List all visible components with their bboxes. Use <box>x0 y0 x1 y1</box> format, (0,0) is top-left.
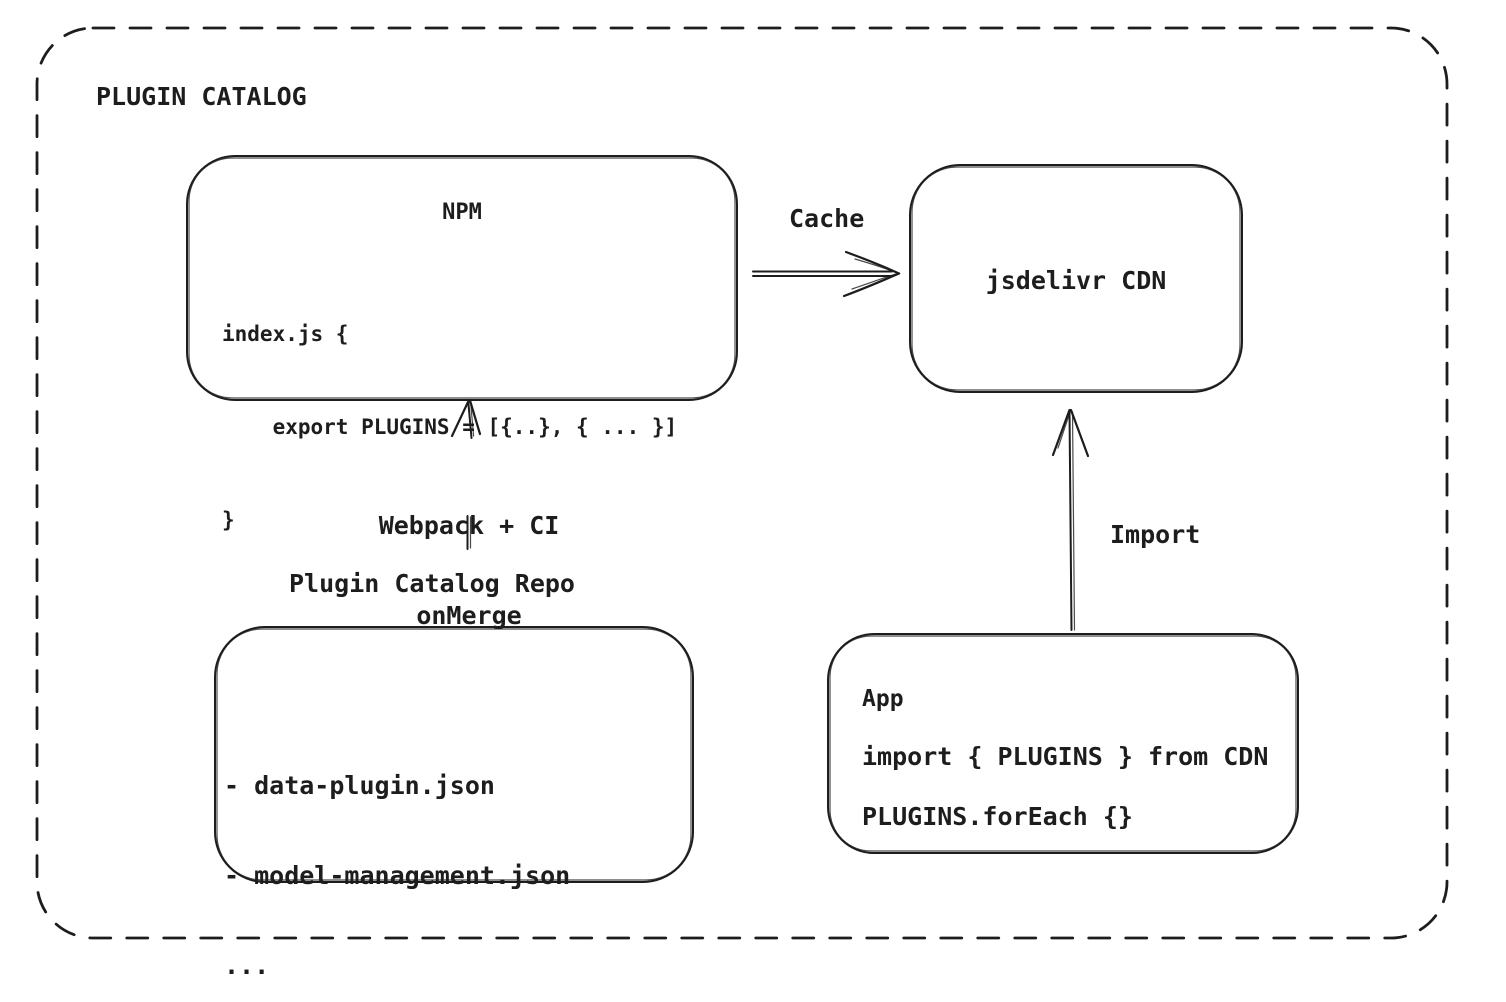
app-code-line-foreach: PLUGINS.forEach {} <box>862 802 1133 831</box>
cache-edge-label: Cache <box>789 204 865 233</box>
import-arrow <box>1051 408 1090 631</box>
build-edge-label-top: Webpack + CI <box>378 511 560 540</box>
repo-node-label: Plugin Catalog Repo <box>289 569 575 598</box>
repo-file-list: - data-plugin.json - model-management.js… <box>224 711 570 1002</box>
code-line: } <box>222 508 235 532</box>
build-edge-label-bottom: onMerge <box>416 601 522 630</box>
diagram-title: PLUGIN CATALOG <box>96 82 307 111</box>
cdn-node-label: jsdelivr CDN <box>985 266 1167 295</box>
cdn-box-outline-echo <box>911 166 1241 391</box>
cdn-box-outline <box>909 164 1243 393</box>
build-edge-label: Webpack + CI onMerge <box>319 451 619 691</box>
npm-box-outline <box>186 155 738 401</box>
build-arrow <box>450 399 482 550</box>
cache-arrow <box>752 250 901 298</box>
app-box-outline-echo <box>829 635 1297 852</box>
repo-file-item: - data-plugin.json <box>224 771 495 800</box>
npm-code-block: index.js { export PLUGINS = [{..}, { ...… <box>222 257 677 598</box>
npm-box-outline-echo <box>188 157 736 399</box>
repo-file-item: - model-management.json <box>224 861 571 890</box>
repo-box-outline <box>214 626 694 883</box>
repo-box-outline-echo <box>216 628 692 881</box>
app-node-title: App <box>862 686 904 712</box>
code-line: export PLUGINS = [{..}, { ... }] <box>222 415 678 439</box>
code-line: index.js { <box>222 322 349 346</box>
app-box-outline <box>827 633 1299 854</box>
repo-file-item: ... <box>224 951 270 980</box>
app-code-line-import: import { PLUGINS } from CDN <box>862 742 1269 771</box>
import-edge-label: Import <box>1110 520 1201 549</box>
plugin-catalog-boundary <box>35 26 1449 940</box>
npm-node-title: NPM <box>442 200 482 225</box>
